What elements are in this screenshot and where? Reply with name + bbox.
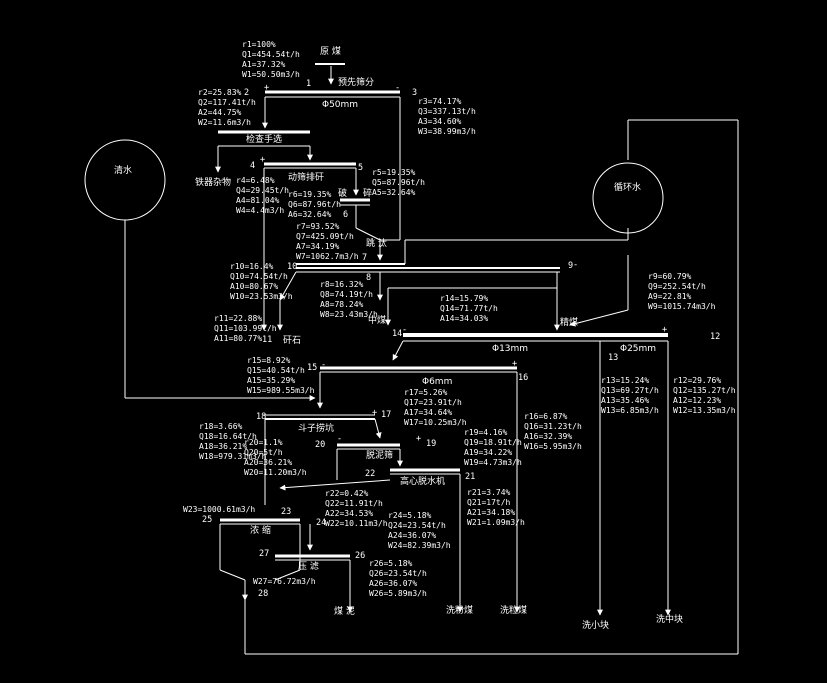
- circ-water-label: 循环水: [614, 183, 642, 193]
- sign-plus-3: +: [662, 325, 668, 335]
- node-20: 20: [315, 440, 326, 450]
- raw-coal-label: 原 煤: [320, 47, 341, 57]
- stream-w23: W23=1000.61m3/h: [183, 505, 256, 514]
- size-13-label: Φ13mm: [492, 344, 529, 354]
- node-13: 13: [608, 353, 619, 363]
- node-11: 11: [262, 335, 273, 345]
- sign-minus-4: -: [402, 325, 408, 335]
- sign-minus-1: -: [395, 83, 401, 93]
- node-6: 6: [343, 210, 349, 220]
- product-gangue: 矸石: [283, 336, 302, 346]
- node-26: 26: [355, 551, 366, 561]
- desliming-label: 脱泥筛: [366, 451, 394, 461]
- shake-crush-label: 动筛排矸: [288, 173, 325, 183]
- node-4: 4: [250, 161, 256, 171]
- press-label: 压 滤: [298, 562, 319, 572]
- node-17: 17: [381, 410, 392, 420]
- sign-plus-5: +: [372, 408, 378, 418]
- node-25: 25: [202, 515, 213, 525]
- sign-minus-7: -: [337, 434, 343, 444]
- product-grain-clean: 洗粒煤: [500, 606, 528, 616]
- node-8: 8: [366, 273, 372, 283]
- sign-plus-6: +: [416, 434, 422, 444]
- product-iron: 铁器杂物: [195, 178, 232, 188]
- product-mid-block: 洗中块: [656, 615, 684, 625]
- node-1: 1: [306, 79, 312, 89]
- sign-minus-6: -: [262, 410, 268, 420]
- node-2: 2: [244, 88, 250, 98]
- crush-label: 破: [338, 189, 348, 199]
- node-23: 23: [281, 507, 292, 517]
- node-22: 22: [365, 469, 376, 479]
- product-slime: 煤 泥: [334, 607, 355, 617]
- sign-plus-1: +: [264, 83, 270, 93]
- sign-plus-2: +: [260, 155, 266, 165]
- node-10: 10: [287, 262, 298, 272]
- jig-label: 跳 汰: [366, 239, 387, 249]
- mid-coal-label: 中煤: [368, 316, 387, 326]
- sign-minus-2: -: [350, 158, 356, 168]
- sign-minus-3: -: [573, 260, 579, 270]
- hand-pick-label: 检查手选: [246, 135, 283, 145]
- node-14: 14: [392, 329, 403, 339]
- node-7: 7: [362, 253, 368, 263]
- node-3: 3: [412, 88, 418, 98]
- size-6-label: Φ6mm: [422, 377, 453, 387]
- crush-label2: 碎: [363, 189, 373, 199]
- node-18: 18: [256, 412, 267, 422]
- stream-w27: W27=76.72m3/h: [253, 577, 316, 586]
- prescreen-label: 预先筛分: [338, 78, 375, 88]
- node-15: 15: [307, 363, 318, 373]
- sign-plus-4: +: [512, 359, 518, 369]
- node-27: 27: [259, 549, 270, 559]
- node-21: 21: [465, 472, 476, 482]
- bucket-label: 斗子捞坑: [298, 424, 335, 434]
- node-24: 24: [316, 518, 327, 528]
- node-16: 16: [518, 373, 529, 383]
- centrifuge-label: 高心脱水机: [400, 477, 446, 487]
- node-12: 12: [710, 332, 721, 342]
- thicken-label: 浓 缩: [250, 526, 271, 536]
- product-fine-clean: 洗粉煤: [446, 606, 474, 616]
- node-5: 5: [358, 163, 364, 173]
- node-9: 9: [568, 261, 574, 271]
- clear-water-label: 清水: [114, 166, 133, 176]
- size-25-label: Φ25mm: [620, 344, 657, 354]
- node-19: 19: [426, 439, 437, 449]
- prescreen-size: Φ50mm: [322, 100, 359, 110]
- clean-coal-label: 精煤: [560, 318, 579, 328]
- product-small-clean: 洗小块: [582, 621, 610, 631]
- node-28: 28: [258, 589, 269, 599]
- sign-minus-5: -: [321, 360, 327, 370]
